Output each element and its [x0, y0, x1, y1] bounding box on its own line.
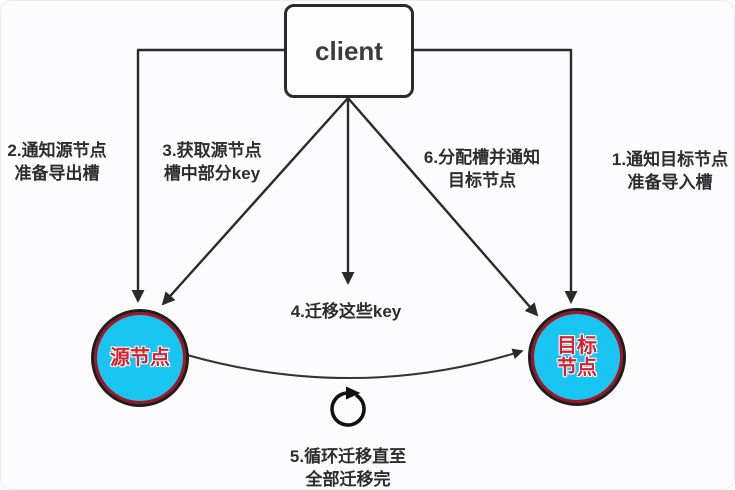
step-5-line2: 全部迁移完	[305, 470, 391, 489]
step-4-label: 4.迁移这些key	[276, 300, 416, 323]
target-node: 目标 节点	[528, 308, 626, 406]
step-4-line1: 4.迁移这些key	[290, 302, 402, 321]
source-node: 源节点	[91, 309, 189, 407]
arrow-client-to-target-diagonal	[347, 97, 539, 317]
step-2-label: 2.通知源节点 准备导出槽	[1, 139, 113, 185]
step-5-label: 5.循环迁移直至 全部迁移完	[281, 445, 415, 489]
cycle-icon	[330, 386, 366, 427]
client-node: client	[284, 4, 414, 98]
step-3-label: 3.获取源节点 槽中部分key	[153, 139, 271, 185]
step-6-label: 6.分配槽并通知 目标节点	[416, 146, 548, 192]
step-3-line1: 3.获取源节点	[162, 141, 262, 160]
step-1-label: 1.通知目标节点 准备导入槽	[604, 148, 734, 194]
arrow-client-to-source-elbow	[131, 48, 284, 303]
client-label: client	[315, 35, 383, 66]
source-node-label: 源节点	[110, 347, 170, 369]
target-node-label-line1: 目标	[557, 335, 597, 357]
step-2-line2: 准备导出槽	[14, 164, 100, 183]
step-3-line2: 槽中部分key	[163, 164, 261, 183]
arrow-client-to-source-diagonal	[161, 97, 349, 306]
step-1-line1: 1.通知目标节点	[611, 150, 729, 169]
target-node-label-line2: 节点	[557, 357, 597, 379]
arrow-source-to-target-curve	[186, 348, 524, 380]
step-6-line2: 目标节点	[448, 171, 516, 190]
step-2-line1: 2.通知源节点	[7, 141, 107, 160]
arrow-client-to-target-elbow	[414, 48, 578, 304]
step-6-line1: 6.分配槽并通知	[423, 148, 541, 167]
step-1-line2: 准备导入槽	[627, 173, 713, 192]
step-5-line1: 5.循环迁移直至	[289, 447, 407, 466]
